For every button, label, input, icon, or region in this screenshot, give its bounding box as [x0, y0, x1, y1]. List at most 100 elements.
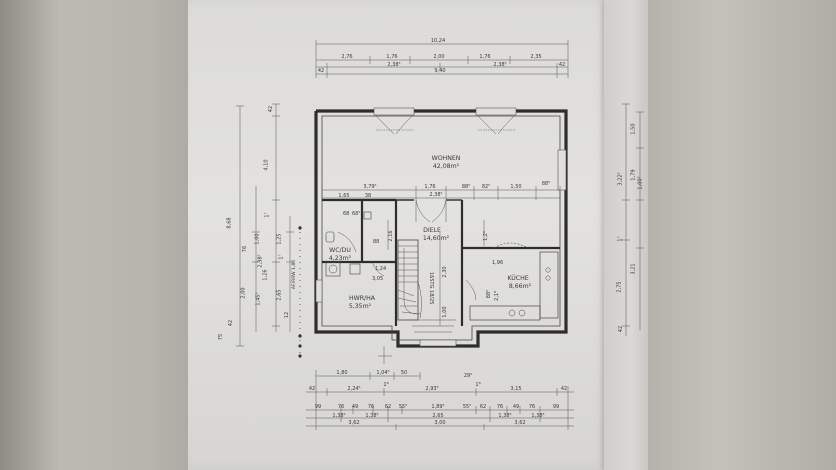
- entrance-steps: [378, 319, 456, 364]
- dim-bot-r1-a: 1,80: [336, 370, 347, 376]
- top-dimension-chains: 10,24 2,76 1,76 2,00 1,76 2,35 42 2,38⁵ …: [315, 38, 569, 78]
- dim-right-c2-c: 1,00⁵: [637, 176, 644, 190]
- small-dimension-marks: 68⁵ 88 1,24 3,05 68 1,96: [343, 211, 503, 282]
- dim-top-a: 2,76: [341, 54, 352, 60]
- room-hwr-name: HWR/HA: [349, 295, 376, 302]
- room-wc-area: 4,23m²: [329, 255, 352, 262]
- room-kueche-name: KÜCHE: [507, 273, 528, 282]
- dim-top-c: 2,00: [433, 54, 444, 60]
- dim-bot-r1-c: 50: [401, 370, 407, 376]
- dim-left-c2-d: 2,00: [240, 287, 247, 299]
- dim-wc-a: 1,65: [338, 193, 349, 199]
- dim-bot-r3-12: 99: [553, 404, 559, 410]
- room-wohnen-area: 42,08m²: [433, 163, 460, 170]
- dim-bot-r4-a: 1,38⁵: [332, 413, 345, 419]
- dim-left-c3-b: 2,38⁵: [257, 254, 264, 268]
- dim-bot-r4-e: 1,38⁵: [531, 413, 544, 419]
- dim-left-c2-c: 1,00: [254, 233, 261, 245]
- dim-left-c3-a: 76: [242, 245, 249, 253]
- staircase: 16STG 18/25: [397, 239, 434, 321]
- dim-wc-b: 38: [365, 193, 371, 199]
- dim-living-e: 1,50: [510, 184, 521, 190]
- dim-left-c3-d: 1,26: [262, 269, 269, 281]
- dim-bot-r3-0: 99: [315, 404, 321, 410]
- dim-right-c2-a: 1,50: [630, 123, 637, 135]
- dim-top-g: 2,38⁵: [387, 62, 400, 68]
- dim-right-c1-d: 42: [618, 325, 625, 333]
- dim-diele-d: 1,2⁵: [483, 231, 489, 241]
- dim-left-c2-e: 42: [228, 319, 235, 327]
- dim-diele-b: 1,00: [442, 306, 448, 317]
- paper-sheet: [188, 0, 608, 470]
- diele-double-door: [415, 199, 447, 223]
- dim-bot-r2-b: 2,24⁵: [347, 386, 360, 392]
- dim-left-misc-b: 12: [284, 311, 291, 319]
- dim-top-e: 2,35: [530, 54, 541, 60]
- dim-right-c1-a: 3,22⁵: [617, 172, 624, 186]
- dim-bot-r3-2: 49: [352, 404, 358, 410]
- dim-bot-r3-5: 55⁵: [399, 404, 407, 410]
- dim-bot-r3-7: 55⁵: [463, 404, 471, 410]
- dim-top-j: 9,40: [434, 68, 445, 74]
- left-dimension-chains: [236, 103, 294, 347]
- mark-e: 68: [343, 211, 349, 217]
- dim-left-c4-a: 1,25: [276, 233, 283, 245]
- bottom-dimension-chains: 1,80 1,04⁵ 50 29⁵ 42 2,24⁵ 1⁸ 2,93⁵ 1⁸ 3…: [306, 370, 574, 430]
- dim-bot-r4-d: 1,38⁵: [498, 413, 511, 419]
- dim-bot-r3-4: 62: [385, 404, 391, 410]
- dim-bot-r3-11: 76: [529, 404, 535, 410]
- dim-bot-r5-c: 3,62: [514, 420, 525, 426]
- mark-b: 88: [373, 239, 379, 245]
- dim-living-d: 82⁵: [482, 184, 490, 190]
- mark-c: 1,24: [375, 266, 386, 272]
- dim-bot-r3-6: 1,89⁵: [431, 404, 444, 410]
- mark-a: 68⁵: [352, 211, 360, 217]
- terrace-doors: [375, 115, 516, 135]
- dim-left-misc-a: 42: [268, 105, 275, 113]
- mark-f: 1,96: [492, 260, 503, 266]
- interior-walls: [322, 198, 560, 326]
- dim-right-c1-b: 1⁷: [617, 236, 624, 242]
- dim-left-c4-c: 2,65: [276, 289, 283, 301]
- dim-right-c2-d: 3,21: [630, 263, 637, 275]
- diele-dimensions: 2,30 1,00 2,16 1,2⁵ 88⁵ 2,1⁸: [387, 220, 500, 326]
- dim-bot-r3-9: 76: [497, 404, 503, 410]
- dim-bot-r2-g: 42: [561, 386, 567, 392]
- dim-top-d: 1,76: [479, 54, 490, 60]
- dim-bot-r5-b: 3,00: [434, 420, 445, 426]
- dim-top-h: 2,38⁵: [493, 62, 506, 68]
- dim-bot-r1-b: 1,04⁵: [376, 370, 389, 376]
- dim-bot-r2-f: 3,15: [510, 386, 521, 392]
- room-wohnen-name: WOHNEN: [432, 155, 461, 162]
- dim-living-f: 88⁵: [542, 181, 550, 187]
- dim-top-b: 1,76: [386, 54, 397, 60]
- dim-bot-r5-a: 3,62: [348, 420, 359, 426]
- dim-bot-r4-b: 1,38⁵: [365, 413, 378, 419]
- dim-left-c4-b: 1⁷: [278, 254, 285, 260]
- service-line: [298, 226, 302, 358]
- room-diele-area: 14,60m²: [423, 235, 450, 242]
- room-hwr-area: 5,35m²: [349, 303, 372, 310]
- room-diele-name: DIELE: [423, 227, 441, 234]
- dim-living-b: 1,76: [424, 184, 435, 190]
- dim-top-f: 42: [318, 68, 324, 74]
- dim-bot-r3-3: 76: [368, 404, 374, 410]
- dim-bot-r2-c: 1⁸: [383, 382, 388, 388]
- dim-left-outer: 8,68: [226, 217, 233, 229]
- dim-bot-r3-1: 76: [338, 404, 344, 410]
- dim-bot-r4-c: 2,65: [432, 413, 443, 419]
- dim-bot-r3-10: 49: [513, 404, 519, 410]
- dim-right-c1-c: 2,75: [616, 281, 623, 293]
- wc-fixtures: [325, 211, 385, 277]
- dim-diele-e: 88⁵: [486, 290, 492, 298]
- dim-top-total: 10,24: [431, 38, 445, 44]
- dim-left-c2-f: 75: [218, 333, 225, 341]
- dim-diele-a: 2,30: [442, 266, 448, 277]
- dim-diele-c: 2,16: [388, 230, 394, 241]
- dim-diele-f: 2,1⁸: [494, 291, 500, 301]
- right-dimension-chains: [622, 103, 644, 336]
- room-wc-name: WC/DU: [329, 247, 351, 254]
- dim-living-c: 88⁵: [462, 184, 470, 190]
